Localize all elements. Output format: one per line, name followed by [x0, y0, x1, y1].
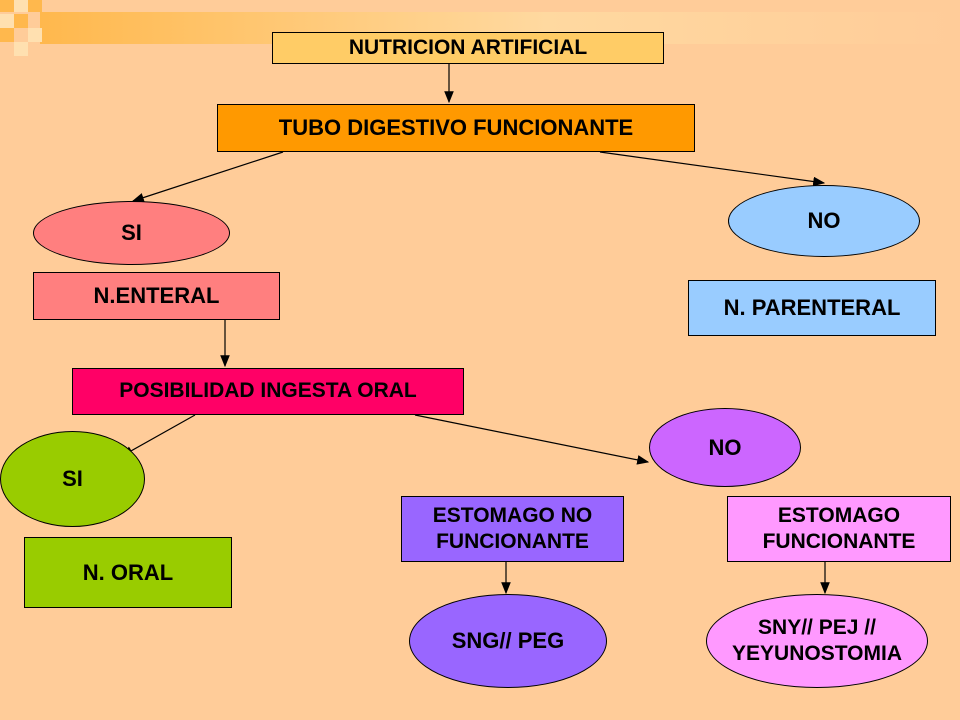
decorative-square	[0, 14, 14, 28]
node-estomago-no-funcionante: ESTOMAGO NO FUNCIONANTE	[401, 496, 624, 562]
node-posibilidad-ingesta-oral: POSIBILIDAD INGESTA ORAL	[72, 368, 464, 415]
decorative-square	[14, 42, 28, 56]
arrow-tubo-to-si	[131, 151, 284, 203]
node-n-oral: N. ORAL	[24, 537, 232, 608]
node-sny-pej-yeyunostomia: SNY// PEJ // YEYUNOSTOMIA	[706, 594, 928, 688]
node-nutricion-artificial: NUTRICION ARTIFICIAL	[272, 32, 664, 64]
node-tubo-digestivo: TUBO DIGESTIVO FUNCIONANTE	[217, 104, 695, 152]
node-si-oral: SI	[0, 431, 145, 527]
node-estomago-funcionante: ESTOMAGO FUNCIONANTE	[727, 496, 951, 562]
decorative-square	[0, 0, 14, 12]
node-sng-peg: SNG// PEG	[409, 594, 607, 688]
decorative-square	[28, 0, 42, 12]
decorative-square	[0, 28, 14, 42]
node-n-enteral: N.ENTERAL	[33, 272, 280, 320]
arrow-posibilidad-to-si	[120, 414, 196, 457]
decorative-square	[14, 0, 28, 12]
arrow-posibilidad-to-no	[414, 414, 650, 465]
decorative-square	[28, 28, 42, 42]
node-no-oral: NO	[649, 408, 801, 487]
node-no-tubo: NO	[728, 185, 920, 257]
decorative-square	[14, 14, 28, 28]
arrow-tubo-to-no	[599, 151, 826, 187]
node-n-parenteral: N. PARENTERAL	[688, 280, 936, 336]
node-si-tubo: SI	[33, 201, 230, 265]
